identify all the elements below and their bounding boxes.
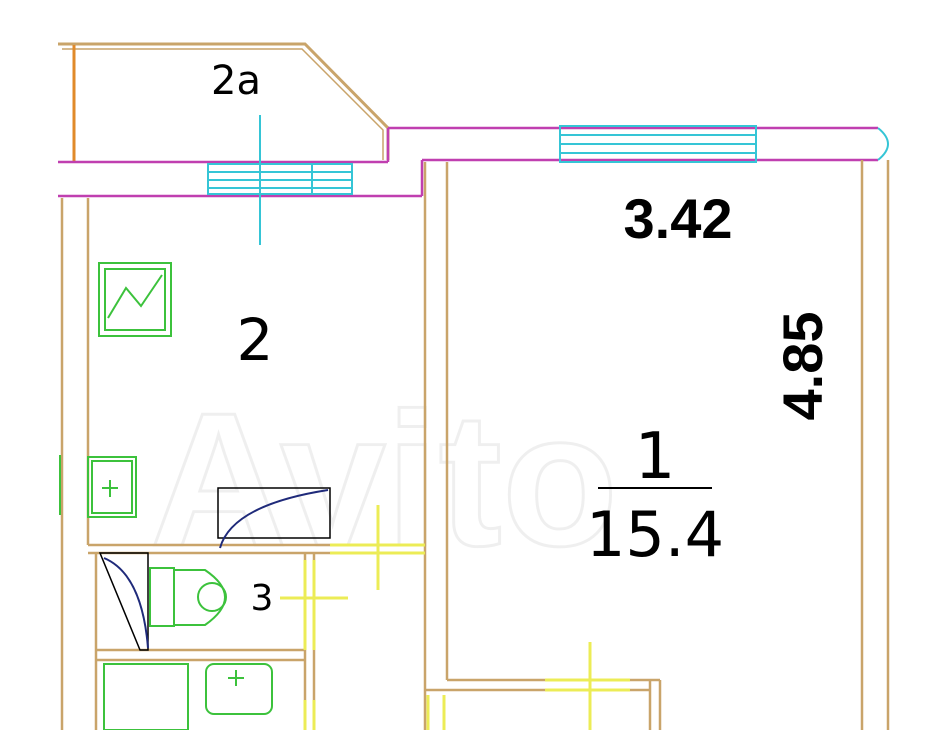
door-living-room xyxy=(426,642,630,730)
room-number-bathroom: 3 xyxy=(251,578,274,619)
exterior-wall xyxy=(58,126,889,198)
bath-corner-icon xyxy=(98,487,331,651)
room-number-kitchen: 2 xyxy=(237,306,274,374)
dimension-length: 4.85 xyxy=(771,312,834,421)
room-number-living-room: 1 xyxy=(635,420,676,494)
sink-icon xyxy=(59,455,137,518)
door-kitchen xyxy=(330,505,425,590)
window-kitchen xyxy=(207,115,353,245)
balcony-outline-inner xyxy=(62,48,384,160)
door-bathroom xyxy=(280,560,348,730)
room-number-balcony: 2a xyxy=(211,58,261,104)
toilet-icon xyxy=(149,567,227,627)
washbasin-icon xyxy=(103,663,273,730)
room-area-living-room: 15.4 xyxy=(586,498,724,571)
dimension-width: 3.42 xyxy=(624,187,733,250)
stove-icon xyxy=(98,262,172,337)
window-living-room xyxy=(559,125,757,163)
